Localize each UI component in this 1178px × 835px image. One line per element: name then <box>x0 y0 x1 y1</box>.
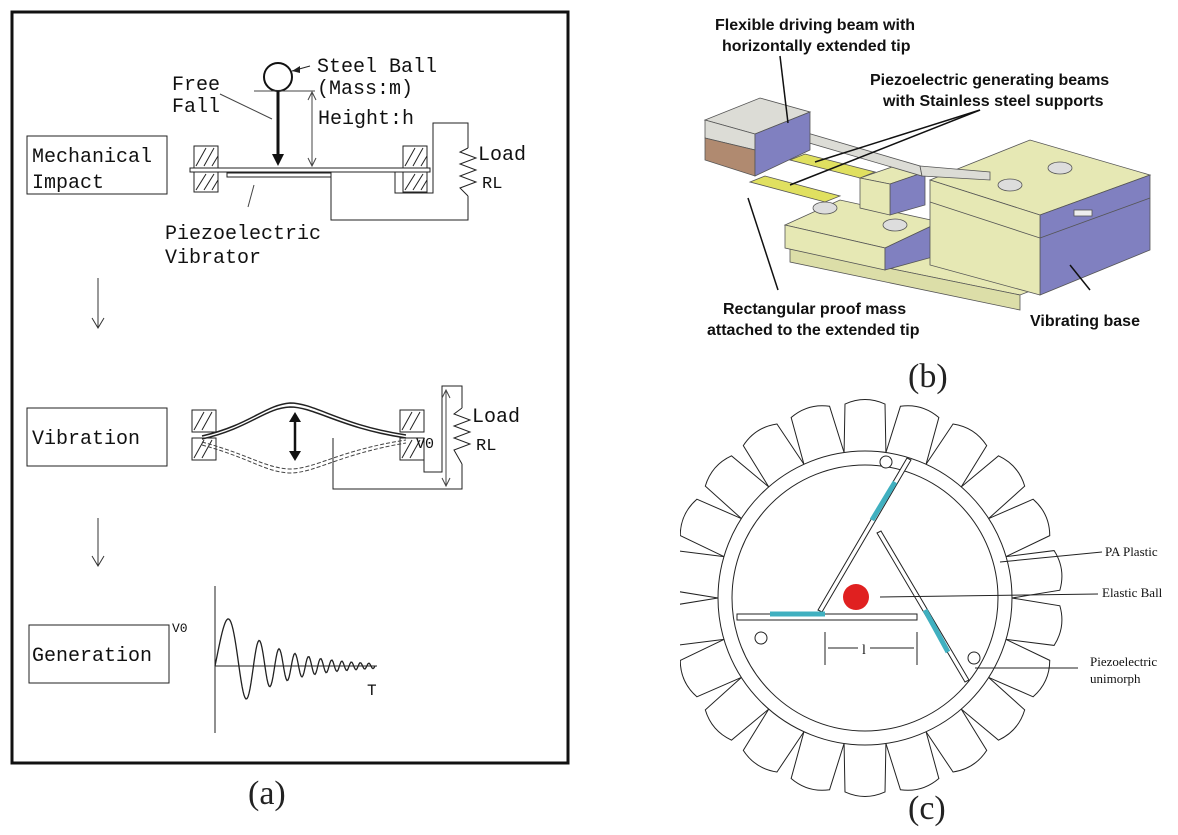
panel-b-diagram: Flexible driving beam with horizontally … <box>703 17 1152 339</box>
panel-a: Mechanical Impact Vibration Generation <box>10 10 570 765</box>
petal <box>960 455 1026 519</box>
petal <box>790 731 845 791</box>
piezo-unimorph-label: Piezoelectric <box>1090 654 1157 669</box>
pa-plastic-label: PA Plastic <box>1105 544 1158 559</box>
stage-vibration: Vibration <box>26 407 168 467</box>
caption-a: (a) <box>248 775 286 812</box>
label-pointers <box>879 551 1103 669</box>
piezo-layers <box>770 480 951 654</box>
voltage-waveform <box>214 618 376 700</box>
panel-c: l PA Plastic Elastic Ball Piezoelectric … <box>667 390 1178 830</box>
piezo-label: Piezoelectric <box>165 223 321 246</box>
stage-generation: Generation <box>28 624 170 684</box>
petal <box>742 423 805 488</box>
vibrating-base-label: Vibrating base <box>1030 313 1140 330</box>
t-axis-label: T <box>367 682 377 700</box>
vibrator-label: Vibrator <box>165 247 261 270</box>
elastic-ball <box>843 584 869 610</box>
petal <box>790 405 845 465</box>
proof-mass-label: Rectangular proof mass <box>723 301 906 318</box>
petal <box>1005 550 1063 599</box>
impact-drawing: Steel Ball (Mass:m) Free Fall Height:h L… <box>165 56 526 270</box>
petal <box>885 405 940 465</box>
panel-b: Flexible driving beam with horizontally … <box>690 0 1178 400</box>
stage-label: Impact <box>32 172 104 195</box>
v0-label: V0 <box>416 436 434 453</box>
petal <box>843 399 887 453</box>
petal <box>960 677 1026 741</box>
caption-b: (b) <box>908 358 948 395</box>
petal <box>667 597 725 646</box>
rl-label: RL <box>476 437 496 456</box>
flow-arrow-icon <box>91 518 105 567</box>
piezo-unimorph-label-2: unimorph <box>1090 671 1141 686</box>
petal <box>988 498 1051 558</box>
petal <box>925 423 988 488</box>
steel-ball-label: Steel Ball <box>317 56 437 79</box>
screws <box>754 455 981 665</box>
petal <box>885 731 940 791</box>
generation-waveform: V0 T <box>172 586 377 733</box>
driving-beam-label: Flexible driving beam with <box>715 17 915 34</box>
piezo-beams-label-2: with Stainless steel supports <box>882 93 1104 110</box>
petal <box>667 550 725 599</box>
petal <box>1005 597 1063 646</box>
label-pointers <box>747 55 1091 291</box>
petal <box>988 638 1051 698</box>
length-label: l <box>862 643 866 658</box>
length-dimension <box>824 632 918 665</box>
panel-a-diagram: Mechanical Impact Vibration Generation <box>10 10 570 765</box>
vibration-drawing: V0 Load RL <box>191 385 520 490</box>
load-label: Load <box>478 144 526 167</box>
proof-mass-label-2: attached to the extended tip <box>707 322 920 339</box>
mass-label: (Mass:m) <box>317 78 413 101</box>
stage-mechanical-impact: Mechanical Impact <box>26 135 168 195</box>
petal <box>742 708 805 773</box>
petal <box>679 638 742 698</box>
load-label: Load <box>472 406 520 429</box>
rl-label: RL <box>482 175 502 194</box>
height-label: Height:h <box>318 108 414 131</box>
flow-arrow-icon <box>91 278 105 329</box>
petal <box>679 498 742 558</box>
petal <box>704 677 770 741</box>
stage-label: Mechanical <box>32 146 152 169</box>
elastic-ball-label: Elastic Ball <box>1102 585 1163 600</box>
v0-axis-label: V0 <box>172 621 188 636</box>
petal <box>843 743 887 797</box>
harvester-3d-model <box>703 97 1152 311</box>
panel-c-diagram: l PA Plastic Elastic Ball Piezoelectric … <box>667 399 1163 797</box>
free-label: Free <box>172 74 220 97</box>
stage-label: Vibration <box>32 428 140 451</box>
fall-label: Fall <box>172 96 220 119</box>
petal <box>925 708 988 773</box>
driving-beam-label-2: horizontally extended tip <box>722 38 911 55</box>
stage-label: Generation <box>32 645 152 668</box>
caption-c: (c) <box>908 790 946 827</box>
piezo-beams-label: Piezoelectric generating beams <box>870 72 1109 89</box>
petal <box>704 455 770 519</box>
